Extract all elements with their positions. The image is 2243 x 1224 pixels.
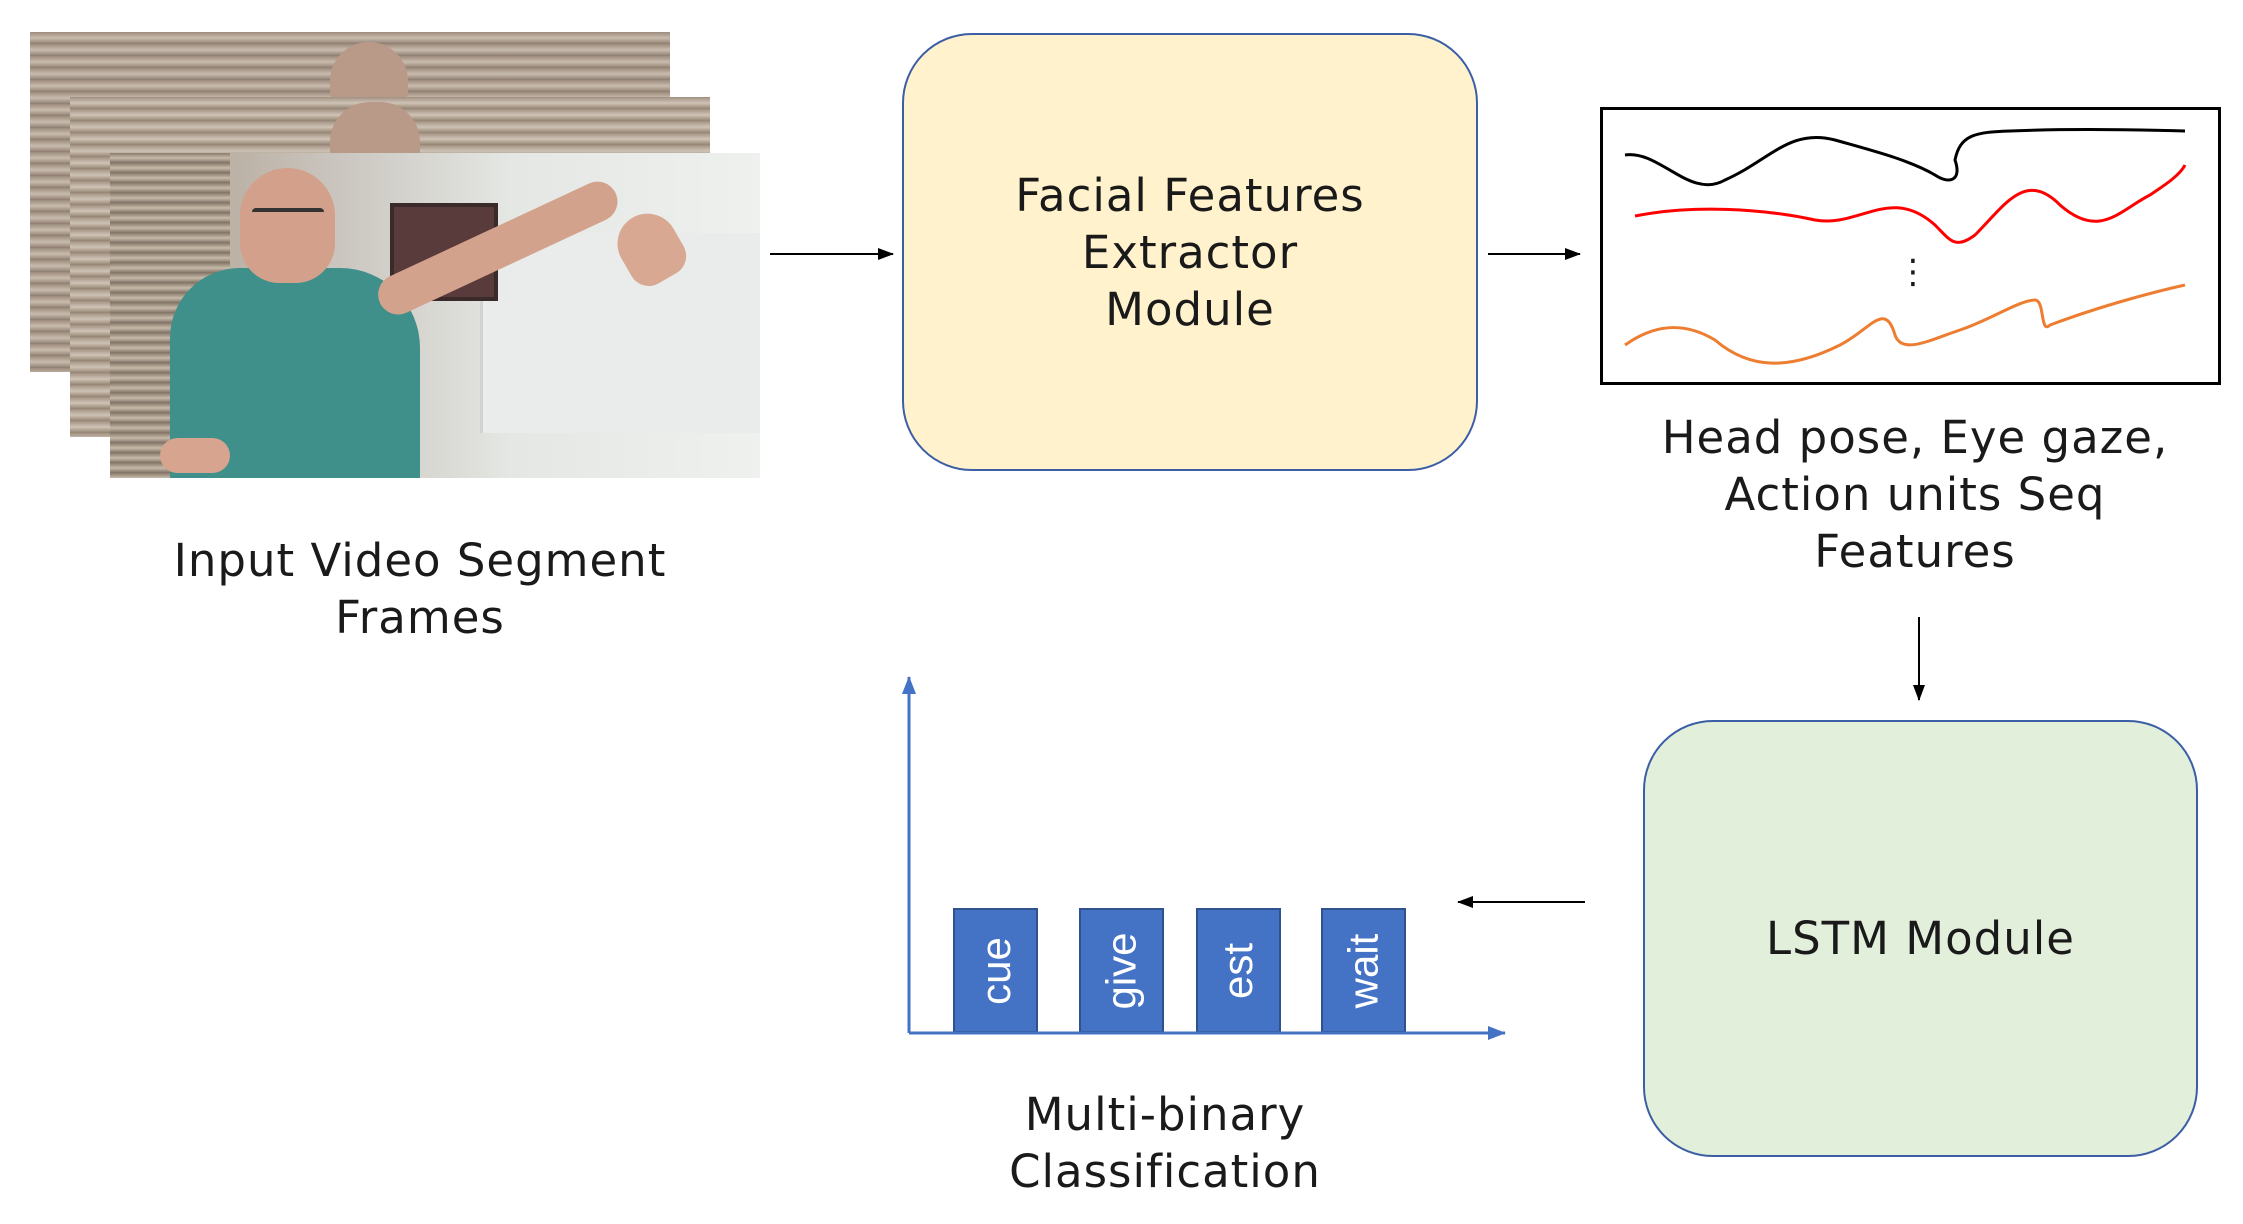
input-caption-line-2: Frames	[335, 591, 505, 644]
bar-cue: cue	[953, 908, 1038, 1033]
frame-head	[330, 42, 408, 102]
lstm-module-box: LSTM Module	[1643, 720, 2198, 1157]
person-left-hand	[160, 438, 230, 473]
classification-caption-line-2: Classification	[1009, 1145, 1321, 1198]
extractor-line-3: Module	[1105, 282, 1275, 336]
classification-caption: Multi-binary Classification	[880, 1086, 1450, 1200]
classification-caption-line-1: Multi-binary	[1024, 1088, 1306, 1141]
feature-curve-eye-gaze	[1634, 164, 2187, 244]
person-glasses	[252, 208, 324, 224]
feature-ellipsis: ⋮	[1896, 252, 1930, 292]
features-caption-line-3: Features	[1814, 525, 2016, 578]
features-caption: Head pose, Eye gaze, Action units Seq Fe…	[1595, 409, 2235, 580]
feature-curve-head-pose	[1624, 127, 2186, 187]
feature-curve-action-units	[1624, 283, 2186, 365]
person-head	[240, 168, 335, 283]
features-caption-line-2: Action units Seq	[1724, 468, 2106, 521]
extractor-line-1: Facial Features	[1015, 168, 1365, 222]
facial-features-extractor-box: Facial Features Extractor Module	[902, 33, 1478, 471]
feature-sequence-plot	[1600, 107, 2221, 385]
whiteboard	[480, 233, 760, 433]
features-caption-line-1: Head pose, Eye gaze,	[1661, 411, 2169, 464]
bar-give: give	[1079, 908, 1164, 1033]
lstm-label: LSTM Module	[1766, 912, 2075, 965]
input-caption-line-1: Input Video Segment	[173, 534, 667, 587]
input-caption: Input Video Segment Frames	[90, 532, 750, 646]
extractor-line-2: Extractor	[1081, 225, 1299, 279]
frame-head	[330, 102, 420, 162]
video-frame-front	[110, 153, 760, 478]
